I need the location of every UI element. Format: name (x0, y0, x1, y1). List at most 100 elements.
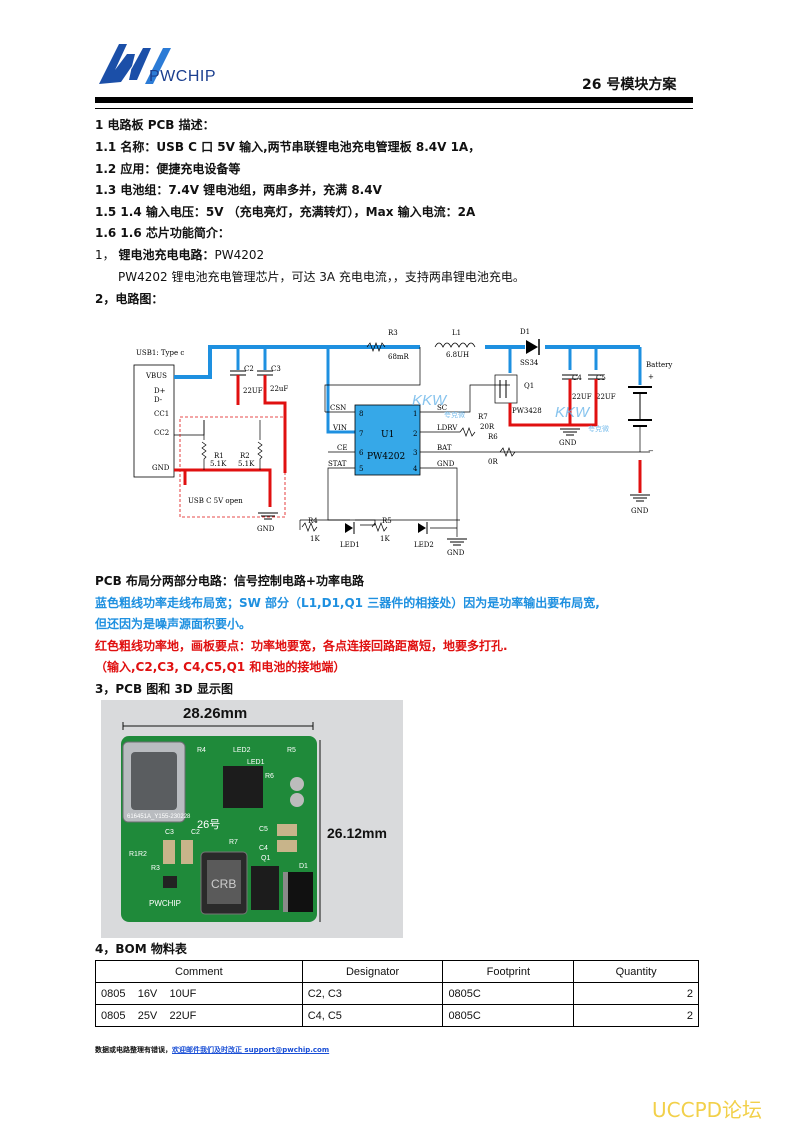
gnd-label-input: GND (257, 525, 275, 533)
ic-part: PW4202 (367, 452, 405, 462)
usb-open-box (179, 416, 286, 518)
pin-dminus: D- (154, 396, 163, 404)
silk-c2: C2 (191, 829, 200, 836)
section-1-title: 1 电路板 PCB 描述： (95, 118, 215, 132)
ic-pin-8: 8 (359, 410, 363, 418)
q1-value: PW3428 (512, 407, 542, 415)
layout-red-note-1: 红色粗线功率地，画板要点：功率地要宽，各点连接回路距离短，地要多打孔. (95, 639, 508, 653)
ic-pin-ldrv: LDRV (437, 424, 458, 432)
ic-pin-6: 6 (359, 449, 364, 457)
layout-title: PCB 布局分两部分电路：信号控制电路+功率电路 (95, 574, 364, 588)
ic-pin-csn: CSN (330, 404, 346, 412)
bom-cell-footprint: 0805C (442, 1004, 575, 1027)
silk-r5: R5 (287, 747, 296, 754)
r3-value: 68mR (388, 353, 410, 361)
bom-header-quantity: Quantity (573, 960, 699, 983)
silk-led1: LED1 (247, 759, 265, 766)
cap-c3 (163, 840, 175, 864)
silk-r3: R3 (151, 865, 160, 872)
r5-label: R5 (382, 517, 392, 525)
spec-chip-intro: 1.6 1.6 芯片功能简介： (95, 226, 230, 240)
table-row: 0805 16V 10UF C2, C3 0805C 2 (95, 982, 699, 1005)
silk-d1: D1 (299, 863, 308, 870)
ic-pin-bat: BAT (437, 444, 452, 452)
footer-email-link[interactable]: 欢迎邮件我们及时改正 support@pwchip.com (172, 1046, 330, 1054)
ic-u1 (354, 404, 421, 476)
r2-value: 5.1K (238, 460, 255, 468)
q1-label: Q1 (524, 382, 534, 390)
silk-brand: PWCHIP (149, 899, 181, 908)
layout-red-note-2: （输入,C2,C3, C4,C5,Q1 和电池的接地端） (95, 660, 346, 674)
battery-label: Battery (646, 361, 672, 369)
bom-header-row: Comment Designator Footprint Quantity (95, 960, 699, 983)
footer-note: 数据或电路整理有错误，欢迎邮件我们及时改正 support@pwchip.com (95, 1045, 329, 1055)
r2-label: R2 (240, 452, 250, 460)
battery-plus: + (648, 373, 654, 381)
chip-item: 1， 锂电池充电电路：PW4202 (95, 246, 264, 263)
ic-pin-2: 2 (413, 430, 417, 438)
r6-value: 0R (488, 458, 498, 466)
chip-item-name: PW4202 (214, 248, 265, 262)
ic-name: U1 (381, 430, 394, 440)
layout-blue-note-1: 蓝色粗线功率走线布局宽；SW 部分（L1,D1,Q1 三器件的相接处）因为是功率… (95, 596, 600, 610)
ic-pin-sc: SC (437, 404, 447, 412)
gnd-label-output: GND (559, 439, 577, 447)
bom-table: Comment Designator Footprint Quantity 08… (95, 960, 699, 1027)
silk-c4: C4 (259, 845, 268, 852)
cap-c5 (277, 824, 297, 836)
spec-name: 1.1 名称：USB C 口 5V 输入,两节串联锂电池充电管理板 8.4V 1… (95, 140, 481, 154)
led1-label: LED1 (340, 541, 360, 549)
table-row: 0805 25V 22UF C4, C5 0805C 2 (95, 1004, 699, 1027)
cap-c4 (277, 840, 297, 852)
c3-value: 22uF (270, 385, 288, 393)
r5-value: 1K (380, 535, 390, 543)
bom-cell-designator: C4, C5 (301, 1004, 444, 1027)
logo-text: PWCHIP (149, 68, 216, 85)
bom-header-footprint: Footprint (442, 960, 575, 983)
l1-value: 6.8UH (446, 351, 469, 359)
spec-input: 1.5 1.4 输入电压：5V （充电亮灯，充满转灯），Max 输入电流：2A (95, 205, 476, 219)
bom-header-comment: Comment (95, 960, 303, 983)
section-3-title: 3，PCB 图和 3D 显示图 (95, 682, 233, 696)
r1-label: R1 (214, 452, 224, 460)
c5-label: C5 (596, 374, 606, 382)
kkw-sub-1: 夸克微 (444, 410, 465, 419)
c2-value: 22UF (243, 387, 263, 395)
ic-pin-ce: CE (337, 444, 347, 452)
pin-cc2: CC2 (154, 429, 169, 437)
kkw-sub-2: 夸克微 (588, 424, 609, 433)
l1-label: L1 (452, 329, 461, 337)
r3-label: R3 (388, 329, 398, 337)
ic-pin-1: 1 (413, 410, 417, 418)
d1-label: D1 (520, 328, 530, 336)
r4-value: 1K (310, 535, 320, 543)
gnd-label-led: GND (447, 549, 465, 557)
bom-cell-comment: 0805 25V 22UF (95, 1004, 303, 1027)
pcb-width-label: 28.26mm (183, 705, 247, 722)
r7-label: R7 (478, 413, 488, 421)
kkw-mark-1: KKW (412, 392, 448, 409)
silk-board-id: 616451A_Y155-230228 (127, 814, 191, 820)
chip-item-prefix: 1， (95, 248, 119, 262)
battery-minus: − (648, 447, 654, 455)
forum-watermark: UCCPD论坛 (652, 1098, 763, 1122)
q1-symbol (494, 374, 518, 404)
silk-c5: C5 (259, 826, 268, 833)
r1-value: 5.1K (210, 460, 227, 468)
r7-value: 20R (480, 423, 495, 431)
layout-blue-note-2: 但还因为是噪声源面积要小。 (95, 617, 252, 631)
c2-label: C2 (244, 365, 254, 373)
section-4-title: 4，BOM 物料表 (95, 942, 187, 956)
bom-cell-comment: 0805 16V 10UF (95, 982, 303, 1005)
spec-application: 1.2 应用：便捷充电设备等 (95, 162, 241, 176)
pin-cc1: CC1 (154, 410, 169, 418)
gnd-label-battery: GND (631, 507, 649, 515)
c5-value: 22UF (596, 393, 616, 401)
q1-part (251, 866, 279, 910)
pwchip-logo-icon (99, 44, 171, 84)
c3-label: C3 (271, 365, 281, 373)
silk-r6: R6 (265, 773, 274, 780)
silk-r4: R4 (197, 747, 206, 754)
pin-dplus: D+ (154, 387, 166, 395)
ic-pin-3: 3 (413, 449, 417, 457)
